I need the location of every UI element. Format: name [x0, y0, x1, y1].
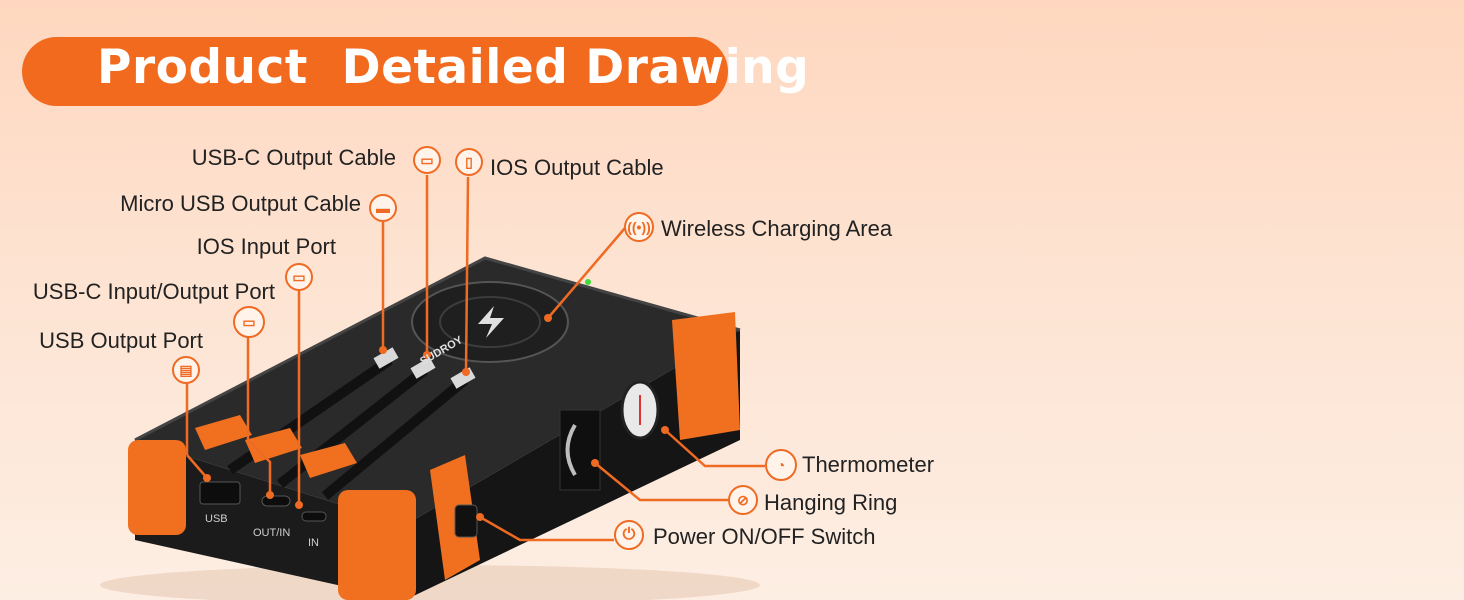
power-icon: ⏻: [614, 520, 644, 550]
usb-c-cable-icon: ▭: [413, 146, 441, 174]
label-usb-c-io-port: USB-C Input/Output Port: [32, 279, 275, 304]
label-hanging-ring: Hanging Ring: [764, 490, 898, 515]
usb-port-icon: ▤: [172, 356, 200, 384]
status-led-icon: [585, 279, 591, 285]
label-power-switch: Power ON/OFF Switch: [653, 524, 876, 549]
ios-port-icon: ▭: [285, 263, 313, 291]
label-micro-usb-output-cable: Micro USB Output Cable: [120, 191, 361, 216]
bumper-front-right: [338, 490, 416, 600]
bumper-left: [128, 440, 186, 535]
title-banner: [22, 37, 728, 106]
label-wireless-charging-area: Wireless Charging Area: [661, 216, 893, 241]
wireless-icon: ((•)): [624, 212, 654, 242]
label-ios-output-cable: IOS Output Cable: [490, 155, 664, 180]
page-title: Product Detailed Drawing: [97, 40, 810, 95]
usb-port: [199, 481, 241, 505]
usb-c-port-icon: ▭: [233, 306, 265, 338]
label-thermometer: Thermometer: [802, 452, 935, 477]
port-label-usb: USB: [205, 513, 228, 525]
micro-usb-icon: ▬: [369, 194, 397, 222]
label-usb-output-port: USB Output Port: [39, 328, 203, 353]
device-front-face: [135, 440, 405, 600]
power-button: [454, 504, 478, 538]
ios-port: [301, 511, 327, 522]
lightning-connector-icon: ▯: [455, 148, 483, 176]
usb-c-port: [261, 495, 291, 507]
thermometer-icon: ◔: [765, 449, 797, 481]
lightning-icon: [478, 306, 504, 338]
hanging-ring-icon: [565, 423, 577, 477]
device-top-face: [135, 258, 740, 525]
label-ios-input-port: IOS Input Port: [196, 234, 336, 259]
port-label-out-in: OUT/IN: [253, 527, 291, 539]
hanging-ring-icon-badge: ⊘: [728, 485, 758, 515]
port-label-in: IN: [308, 537, 319, 549]
label-usb-c-output-cable: USB-C Output Cable: [191, 145, 396, 170]
bumper-back-right: [672, 312, 740, 440]
